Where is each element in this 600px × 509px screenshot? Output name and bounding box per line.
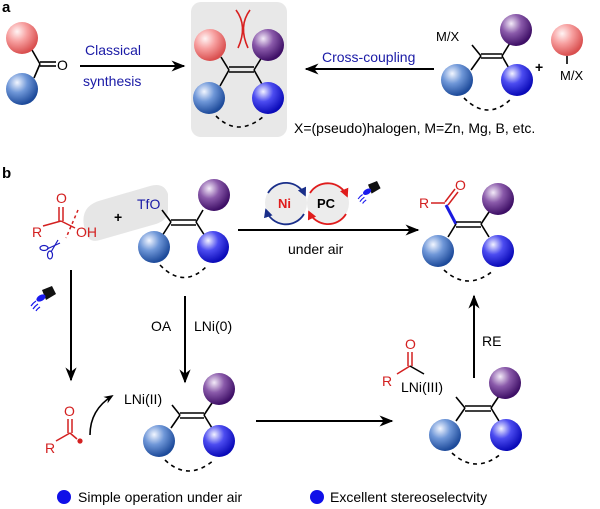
light-bulb-icon-left: [30, 285, 57, 312]
radical-dot: [77, 438, 83, 444]
bond-cleavage-line: [65, 209, 79, 239]
classical-label-line1: Classical: [85, 42, 141, 58]
acyl-r-group: R: [45, 440, 55, 456]
plus-sign-b: +: [114, 209, 122, 225]
steel-blue-sphere: [6, 73, 38, 105]
nickel-cycle: Ni: [264, 182, 307, 226]
scissors-icon: [39, 239, 61, 260]
lni2-intermediate: LNi(II): [124, 373, 235, 472]
target-alkene: [191, 2, 287, 137]
triflate-label: TfO: [137, 196, 160, 212]
highlight-box: [191, 2, 287, 137]
photocatalyst-cycle: PC: [307, 182, 349, 225]
lni3-oxygen: O: [405, 336, 416, 352]
classical-label-line2: synthesis: [83, 73, 141, 89]
product-r-group: R: [419, 195, 429, 211]
steric-clash-left: [235, 9, 244, 49]
radical-capture-arrow: [89, 394, 114, 436]
lni0-label: LNi(0): [194, 318, 232, 334]
panel-a-footnote: X=(pseudo)halogen, M=Zn, Mg, B, etc.: [294, 120, 535, 136]
acid-oxygen: O: [56, 190, 67, 206]
feature-2-text: Excellent stereoselectvity: [330, 489, 487, 505]
pc-catalyst-label: PC: [317, 196, 336, 211]
pink-mx-reagent: M/X: [551, 24, 583, 83]
panel-a-label: a: [2, 0, 11, 16]
lni3-label: LNi(III): [401, 379, 443, 395]
ni-catalyst-label: Ni: [278, 196, 291, 211]
pink-sphere: [6, 22, 38, 54]
lni3-r-group: R: [382, 373, 392, 389]
oa-label: OA: [151, 318, 172, 334]
under-air-label: under air: [288, 241, 344, 257]
acyl-radical: O R: [45, 403, 83, 456]
plus-sign-a: +: [535, 59, 543, 75]
panel-b-label: b: [2, 165, 11, 182]
new-cc-bond: [444, 204, 458, 225]
mx-right-label: M/X: [560, 68, 583, 83]
ketone-oxygen: O: [57, 57, 68, 73]
feature-1-text: Simple operation under air: [78, 489, 243, 505]
mx-top-label: M/X: [436, 29, 459, 44]
cross-coupling-label: Cross-coupling: [322, 49, 415, 65]
product-ketone: R O: [419, 177, 514, 282]
acyl-oxygen: O: [64, 403, 75, 419]
reactant-highlight: [83, 185, 168, 241]
acid-r-group: R: [32, 224, 42, 240]
acid-hydroxyl: OH: [76, 224, 97, 240]
carboxylic-acid: O R OH: [32, 190, 97, 260]
lni3-intermediate: O R LNi(III): [382, 336, 522, 465]
vinyl-triflate: TfO: [137, 179, 230, 279]
re-label: RE: [482, 333, 501, 349]
ketone-structure: O: [6, 22, 68, 105]
feature-bullet-1: [57, 490, 71, 504]
product-oxygen: O: [455, 177, 466, 193]
vinyl-mx-reagent: M/X: [436, 14, 533, 111]
lni2-label: LNi(II): [124, 391, 162, 407]
steric-clash-right: [242, 9, 251, 49]
light-bulb-icon: [357, 180, 382, 205]
feature-bullet-2: [310, 490, 324, 504]
